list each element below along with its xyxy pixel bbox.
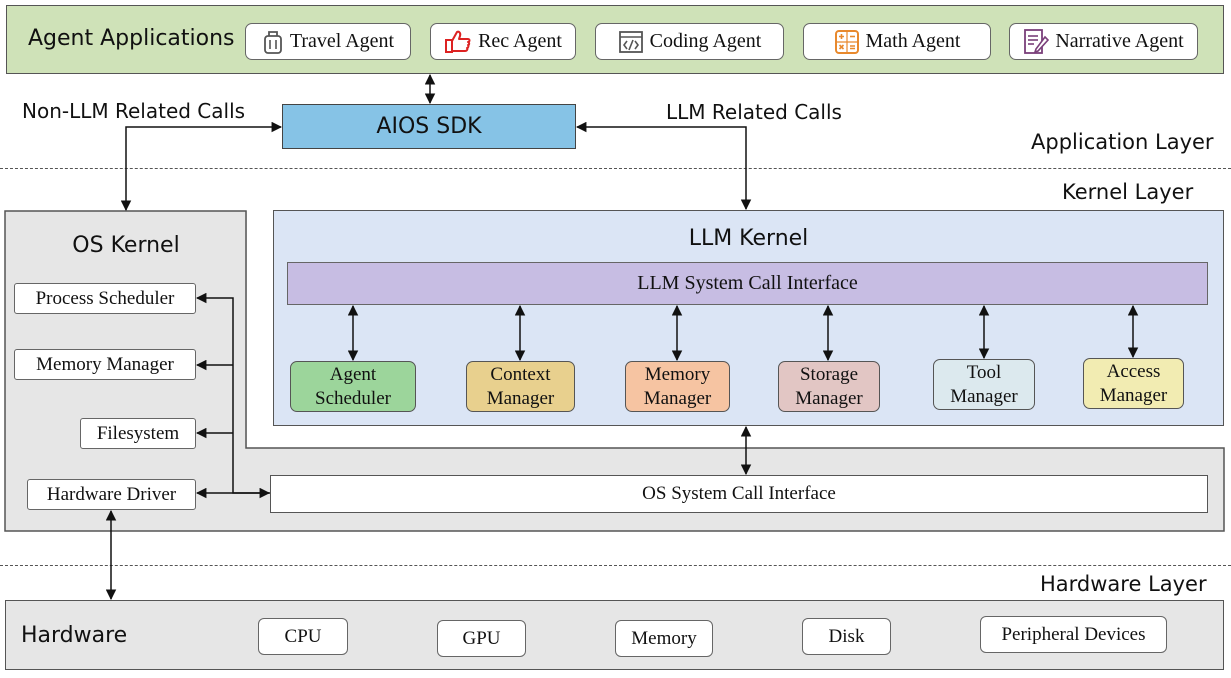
agent-applications-title: Agent Applications: [28, 26, 235, 51]
agent-scheduler-module: Agent Scheduler: [290, 361, 416, 412]
gpu-box: GPU: [437, 620, 526, 657]
coding-agent-label: Coding Agent: [649, 30, 762, 52]
filesystem-box: Filesystem: [80, 418, 196, 449]
hardware-layer-label: Hardware Layer: [1040, 572, 1207, 596]
aios-sdk-box: AIOS SDK: [282, 104, 576, 149]
application-layer-label: Application Layer: [1031, 130, 1214, 154]
document-pen-icon: [1024, 28, 1050, 54]
tool-manager-module: Tool Manager: [933, 359, 1035, 410]
llm-calls-label: LLM Related Calls: [666, 100, 842, 124]
memory-manager-box: Memory Manager: [14, 349, 196, 380]
llm-kernel-region: [273, 210, 1224, 426]
cpu-box: CPU: [258, 618, 348, 655]
process-scheduler-box: Process Scheduler: [14, 283, 196, 314]
llm-system-call-interface: LLM System Call Interface: [287, 262, 1208, 305]
peripheral-devices-box: Peripheral Devices: [980, 616, 1167, 653]
non-llm-calls-label: Non-LLM Related Calls: [22, 99, 246, 123]
luggage-icon: [263, 30, 282, 54]
hardware-driver-box: Hardware Driver: [27, 479, 196, 510]
coding-agent-box: Coding Agent: [595, 23, 784, 60]
os-kernel-title: OS Kernel: [72, 233, 180, 258]
rec-agent-label: Rec Agent: [478, 30, 562, 52]
storage-manager-module: Storage Manager: [778, 361, 880, 412]
math-agent-label: Math Agent: [865, 30, 961, 52]
memory-manager-module: Memory Manager: [625, 361, 730, 412]
calculator-icon: [834, 29, 859, 54]
kernel-hardware-divider: [0, 565, 1231, 566]
narrative-agent-box: Narrative Agent: [1009, 23, 1198, 60]
travel-agent-label: Travel Agent: [289, 30, 395, 52]
os-system-call-interface: OS System Call Interface: [270, 475, 1208, 513]
llm-kernel-title: LLM Kernel: [688, 226, 809, 251]
kernel-layer-label: Kernel Layer: [1062, 180, 1194, 204]
code-window-icon: [618, 30, 643, 53]
disk-box: Disk: [802, 618, 891, 655]
narrative-agent-label: Narrative Agent: [1055, 30, 1184, 52]
memory-box: Memory: [615, 620, 713, 657]
math-agent-box: Math Agent: [803, 23, 991, 60]
travel-agent-box: Travel Agent: [245, 23, 411, 60]
context-manager-module: Context Manager: [466, 361, 575, 412]
hardware-title: Hardware: [21, 623, 128, 648]
rec-agent-box: Rec Agent: [430, 23, 576, 60]
access-manager-module: Access Manager: [1083, 358, 1184, 409]
thumbs-up-icon: [445, 30, 471, 53]
